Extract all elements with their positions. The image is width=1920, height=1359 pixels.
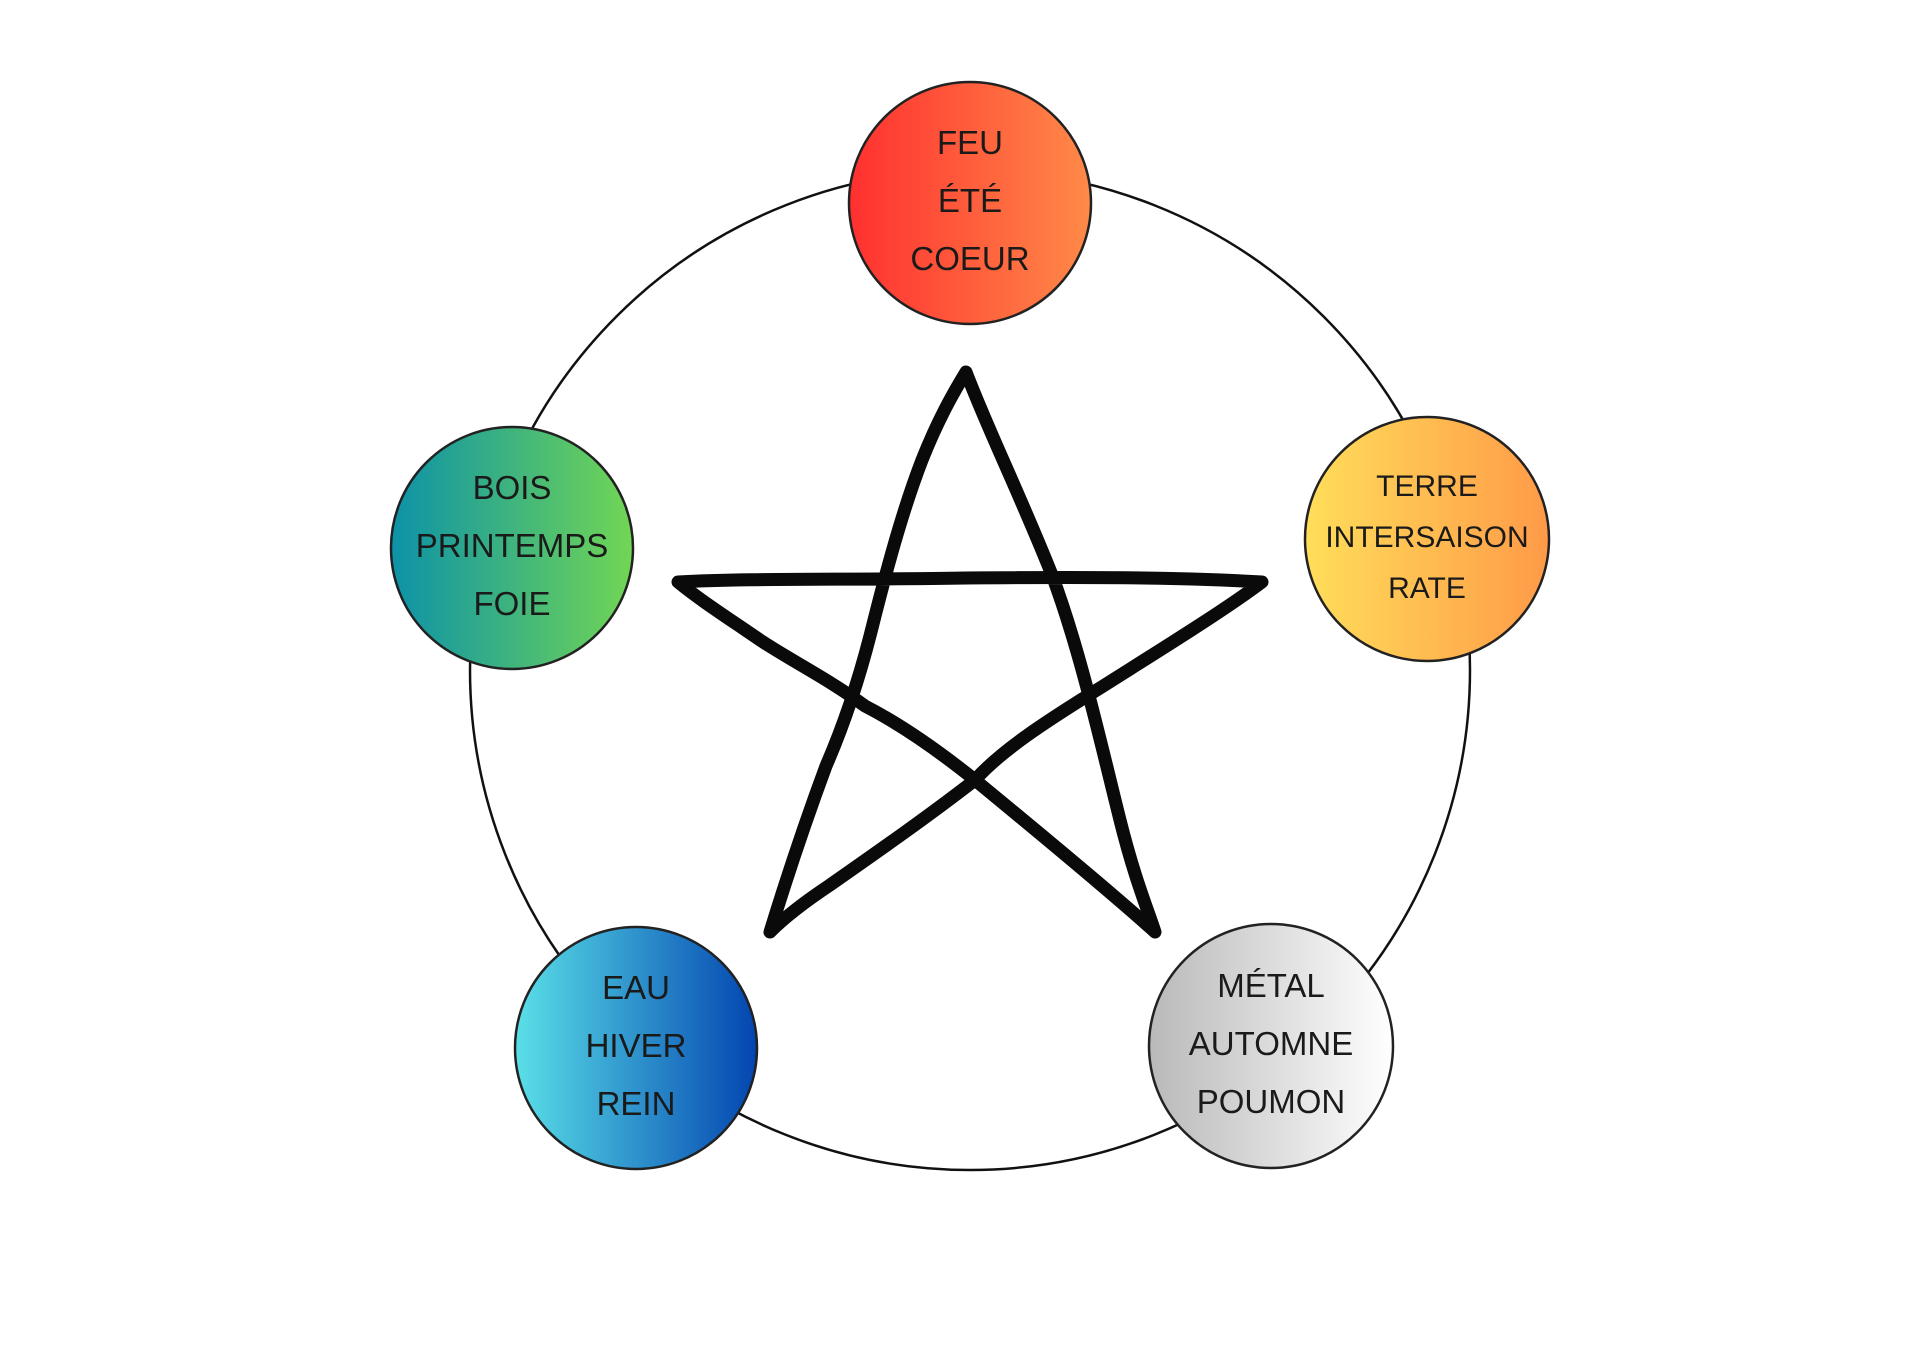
svg-text:POUMON: POUMON bbox=[1197, 1083, 1346, 1120]
svg-text:REIN: REIN bbox=[597, 1085, 676, 1122]
node-feu-circle bbox=[847, 80, 1093, 326]
svg-text:AUTOMNE: AUTOMNE bbox=[1189, 1025, 1353, 1062]
node-feu-label-1: FEU bbox=[937, 124, 1003, 161]
svg-text:MÉTAL: MÉTAL bbox=[1217, 967, 1325, 1004]
node-eau-circle bbox=[513, 925, 759, 1171]
node-bois-label-2: PRINTEMPS bbox=[416, 527, 609, 564]
node-metal-label-3: POUMON bbox=[1197, 1083, 1346, 1120]
node-terre-label-1: TERRE bbox=[1376, 470, 1478, 503]
node-metal-label-2: AUTOMNE bbox=[1189, 1025, 1353, 1062]
node-feu: FEU ÉTÉ COEUR bbox=[847, 80, 1093, 326]
node-eau: EAU HIVER REIN bbox=[513, 925, 759, 1171]
node-bois-label-3: FOIE bbox=[473, 585, 550, 622]
svg-text:RATE: RATE bbox=[1388, 572, 1466, 605]
node-bois: BOIS PRINTEMPS FOIE bbox=[389, 425, 635, 671]
node-eau-label-2: HIVER bbox=[586, 1027, 687, 1064]
svg-text:COEUR: COEUR bbox=[910, 240, 1029, 277]
node-feu-label-2: ÉTÉ bbox=[938, 182, 1002, 219]
node-terre: TERRE INTERSAISON RATE bbox=[1303, 415, 1551, 663]
node-metal: MÉTAL AUTOMNE POUMON bbox=[1147, 922, 1395, 1170]
node-terre-label-2: INTERSAISON bbox=[1325, 521, 1528, 554]
node-eau-label-3: REIN bbox=[597, 1085, 676, 1122]
svg-text:ÉTÉ: ÉTÉ bbox=[938, 182, 1002, 219]
svg-text:BOIS: BOIS bbox=[473, 469, 552, 506]
node-bois-label-1: BOIS bbox=[473, 469, 552, 506]
node-eau-label-1: EAU bbox=[602, 969, 670, 1006]
pentagram-star bbox=[671, 365, 1269, 939]
svg-text:TERRE: TERRE bbox=[1376, 470, 1478, 503]
node-feu-label-3: COEUR bbox=[910, 240, 1029, 277]
svg-text:FEU: FEU bbox=[937, 124, 1003, 161]
node-terre-circle bbox=[1303, 415, 1551, 663]
node-bois-circle bbox=[389, 425, 635, 671]
svg-text:PRINTEMPS: PRINTEMPS bbox=[416, 527, 609, 564]
svg-text:HIVER: HIVER bbox=[586, 1027, 687, 1064]
node-terre-label-3: RATE bbox=[1388, 572, 1466, 605]
node-metal-circle bbox=[1147, 922, 1395, 1170]
svg-text:FOIE: FOIE bbox=[473, 585, 550, 622]
svg-text:EAU: EAU bbox=[602, 969, 670, 1006]
node-metal-label-1: MÉTAL bbox=[1217, 967, 1325, 1004]
svg-text:INTERSAISON: INTERSAISON bbox=[1325, 521, 1528, 554]
